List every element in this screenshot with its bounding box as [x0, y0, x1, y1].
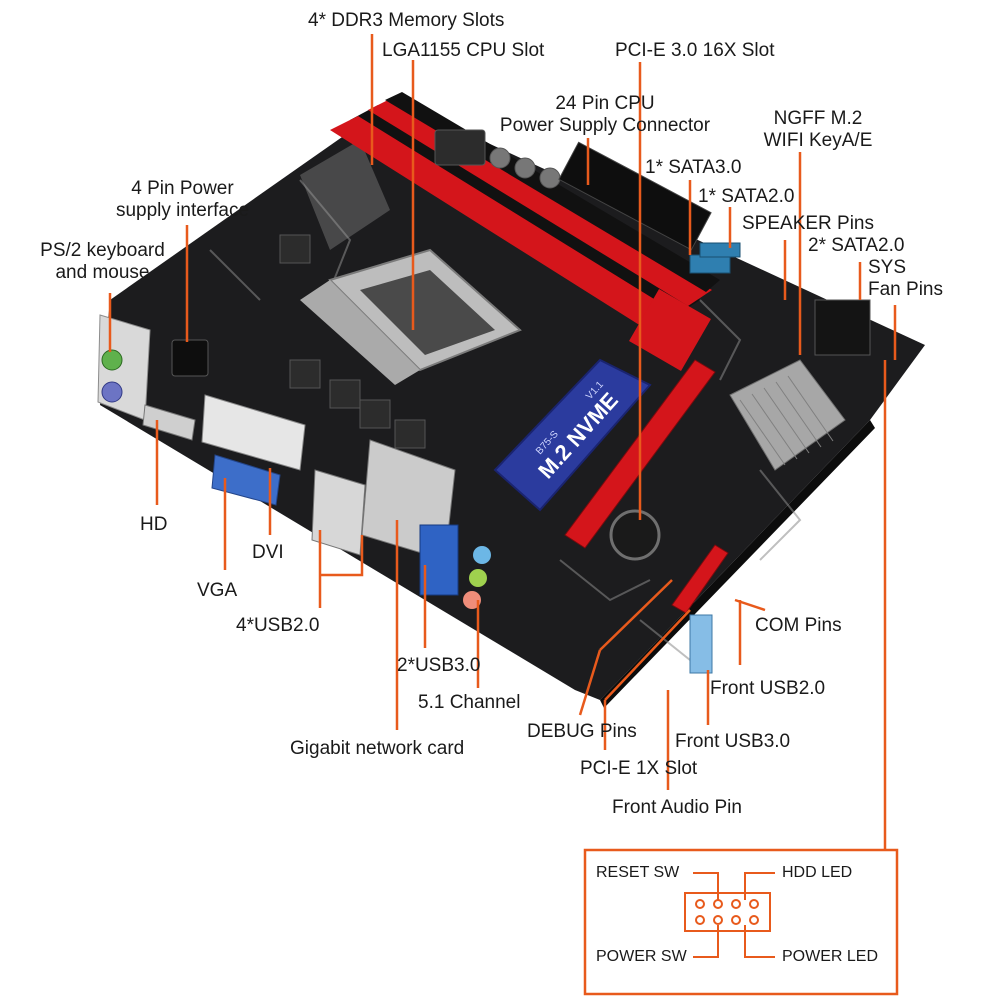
label-lga1155-cpu-slot: LGA1155 CPU Slot [382, 40, 545, 61]
panel-power-sw: POWER SW [596, 948, 687, 965]
sata3-port [689, 254, 731, 274]
ps2-keyboard-port [101, 381, 123, 403]
label-ddr3-memory-slots: 4* DDR3 Memory Slots [308, 10, 505, 31]
pcb-edge [600, 420, 875, 708]
label-sata2-single: 1* SATA2.0 [698, 186, 795, 207]
ddr3-slot-2 [330, 116, 688, 338]
panel-hdd-led: HDD LED [782, 864, 853, 881]
ps2-mouse-port [101, 349, 123, 371]
label-front-audio: Front Audio Pin [612, 797, 742, 818]
cpu-socket [300, 248, 522, 385]
label-ps2-line1: PS/2 keyboard [40, 240, 165, 261]
label-24pin-power-line1: 24 Pin CPU [555, 93, 655, 114]
label-com-pins: COM Pins [755, 615, 842, 636]
ddr3-latch [629, 289, 711, 371]
label-ps2: PS/2 keyboard and mouse [20, 240, 185, 284]
label-ngff-m2: NGFF M.2 WIFI KeyA/E [748, 108, 888, 152]
label-front-usb2: Front USB2.0 [710, 678, 826, 699]
usb3-ports [419, 524, 459, 596]
vga-port [211, 454, 281, 506]
front-panel-box [583, 848, 899, 996]
audio-jack-green [469, 569, 487, 587]
label-audio-channel: 5.1 Channel [418, 692, 521, 713]
label-sata2-dual: 2* SATA2.0 [808, 235, 905, 256]
label-vga: VGA [197, 580, 238, 601]
label-24pin-power: 24 Pin CPU Power Supply Connector [480, 93, 730, 137]
cmos-battery [609, 509, 661, 561]
label-speaker-pins: SPEAKER Pins [742, 213, 874, 234]
label-front-usb3: Front USB3.0 [675, 731, 791, 752]
atx-4pin-connector [171, 339, 209, 377]
atx-24pin-connector [558, 141, 712, 251]
label-24pin-power-line2: Power Supply Connector [499, 115, 711, 136]
label-4pin-power: 4 Pin Power supply interface [95, 178, 270, 222]
label-rear-usb2: 4*USB2.0 [236, 615, 320, 636]
usb2-stack [311, 469, 366, 556]
label-hd: HD [140, 514, 168, 535]
front-panel-header [684, 872, 775, 958]
label-ngff-m2-line2: WIFI KeyA/E [763, 130, 873, 151]
label-sys-fan-line2: Fan Pins [868, 279, 943, 300]
board-stripe-pattern [300, 140, 390, 250]
rear-io [97, 314, 491, 609]
panel-reset-sw: RESET SW [596, 864, 680, 881]
label-debug-pins: DEBUG Pins [527, 721, 637, 742]
label-4pin-power-line2: supply interface [115, 200, 250, 221]
label-pcie-1x-slot: PCI-E 1X Slot [580, 758, 698, 779]
label-pcie-16x-slot: PCI-E 3.0 16X Slot [615, 40, 775, 61]
label-rear-usb3: 2*USB3.0 [397, 655, 481, 676]
panel-power-led: POWER LED [782, 948, 879, 965]
label-ps2-line2: and mouse [55, 262, 150, 283]
audio-jack-blue [473, 546, 491, 564]
dvi-port [201, 394, 306, 471]
pcie-x1-slot [671, 544, 729, 614]
board-trace-pattern [209, 179, 802, 661]
label-sata3: 1* SATA3.0 [645, 157, 742, 178]
sata2-port [699, 242, 741, 258]
vrm-components [279, 129, 561, 449]
label-ngff-m2-line1: NGFF M.2 [773, 108, 863, 129]
label-4pin-power-line1: 4 Pin Power [131, 178, 234, 199]
audio-jack-pink [463, 591, 481, 609]
leader-lines [108, 34, 897, 850]
front-usb3-header [689, 614, 713, 674]
label-dvi: DVI [252, 542, 284, 563]
sata2-dual-port [814, 299, 871, 356]
chipset-heatsink [729, 359, 846, 471]
label-sys-fan-line1: SYS [868, 257, 907, 278]
hdmi-port [142, 404, 196, 441]
label-gigabit-lan: Gigabit network card [290, 738, 465, 759]
